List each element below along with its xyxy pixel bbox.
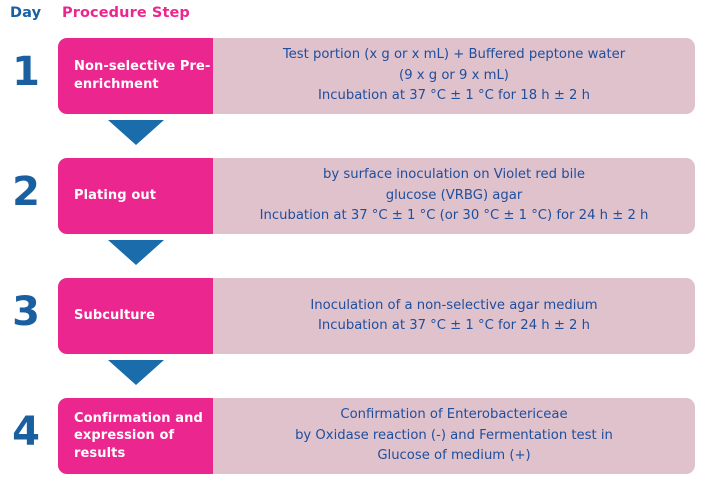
step-bar-1: Non-selective Pre-enrichment Test portio… — [58, 38, 695, 114]
down-arrow-icon-1 — [108, 120, 164, 145]
step-name-3: Subculture — [58, 278, 213, 354]
step-description-line: Inoculation of a non-selective agar medi… — [310, 297, 598, 313]
step-bar-4: Confirmation and expression of results C… — [58, 398, 695, 474]
step-description-line: Test portion (x g or x mL) + Buffered pe… — [282, 47, 626, 63]
step-description-line: by Oxidase reaction (-) and Fermentation… — [295, 427, 613, 443]
step-description-line: by surface inoculation on Violet red bil… — [322, 167, 586, 183]
step-name-line: Plating out — [74, 188, 157, 204]
header-day-label: Day — [10, 5, 42, 21]
down-arrow-icon-3 — [108, 360, 164, 385]
step-description-3: Inoculation of a non-selective agar medi… — [213, 278, 695, 354]
day-number-3: 3 — [12, 289, 40, 335]
step-description-line: Incubation at 37 °C ± 1 °C for 24 h ± 2 … — [317, 318, 591, 333]
step-description-line: Incubation at 37 °C ± 1 °C (or 30 °C ± 1… — [259, 208, 649, 224]
day-number-2: 2 — [12, 169, 40, 215]
step-bar-3: Subculture Inoculation of a non-selectiv… — [58, 278, 695, 354]
step-name-line: of results — [74, 428, 175, 461]
step-description-2: by surface inoculation on Violet red bil… — [213, 158, 695, 234]
day-number-4: 4 — [12, 409, 40, 455]
step-name-line: and expression — [74, 410, 203, 444]
down-arrow-icon-2 — [108, 240, 164, 265]
step-name-line: Pre-enrichment — [74, 59, 211, 92]
step-description-line: glucose (VRBG) agar — [385, 187, 523, 203]
step-description-line: Glucose of medium (+) — [377, 448, 531, 464]
step-name-line: Confirmation — [74, 410, 171, 426]
step-description-4: Confirmation of Enterobactericeae by Oxi… — [213, 398, 695, 474]
step-name-line: Subculture — [74, 308, 156, 324]
step-description-line: (9 x g or 9 x mL) — [399, 67, 509, 83]
day-number-1: 1 — [12, 49, 40, 95]
header-procedure-step-label: Procedure Step — [62, 5, 190, 21]
step-description-line: Confirmation of Enterobactericeae — [340, 407, 568, 423]
step-name-line: Non-selective — [74, 59, 176, 75]
step-name-1: Non-selective Pre-enrichment — [58, 38, 213, 114]
table-header: Day Procedure Step — [0, 5, 715, 31]
step-description-1: Test portion (x g or x mL) + Buffered pe… — [213, 38, 695, 114]
step-description-line: Incubation at 37 °C ± 1 °C for 18 h ± 2 … — [317, 88, 591, 104]
step-name-4: Confirmation and expression of results — [58, 398, 213, 474]
step-bar-2: Plating out by surface inoculation on Vi… — [58, 158, 695, 234]
step-name-2: Plating out — [58, 158, 213, 234]
